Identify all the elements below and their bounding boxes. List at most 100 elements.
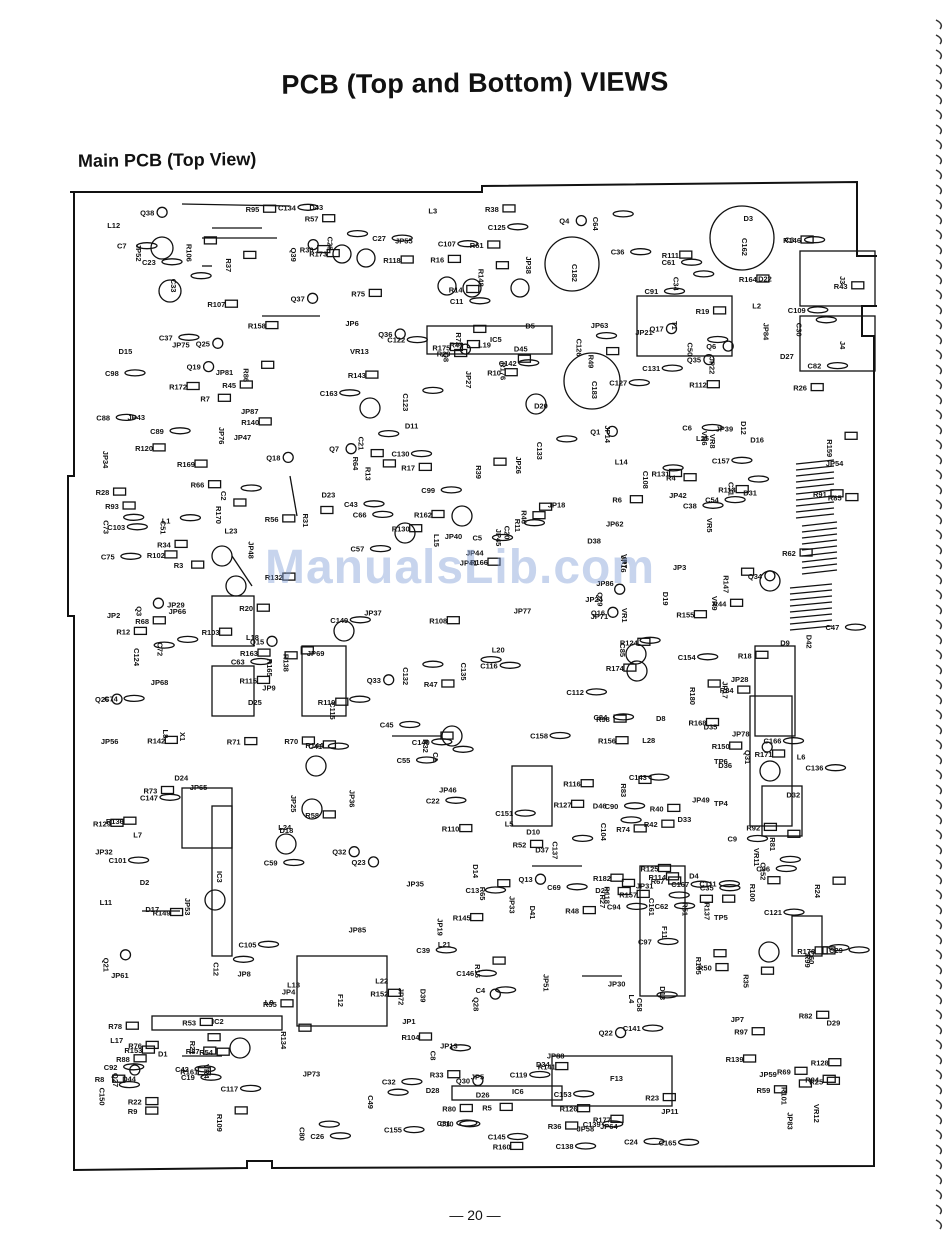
component-label-c72: C72 bbox=[156, 642, 165, 656]
component-label-d13: D13 bbox=[658, 986, 667, 1000]
component-label-jp14: JP14 bbox=[603, 425, 612, 443]
component-label-c61: C61 bbox=[662, 258, 676, 267]
capacitor-body bbox=[595, 331, 618, 340]
component-label-c42: C42 bbox=[175, 1065, 189, 1074]
component-label-r67: R67 bbox=[651, 877, 665, 886]
component-label-r65: R65 bbox=[478, 887, 487, 901]
capacitor-body bbox=[297, 203, 319, 211]
capacitor-body bbox=[642, 1024, 664, 1032]
resistor-body bbox=[502, 204, 516, 213]
capacitor-body bbox=[556, 435, 578, 443]
capacitor-body bbox=[826, 361, 849, 370]
resistor-body bbox=[216, 1047, 230, 1056]
component-label-d10: D10 bbox=[526, 828, 540, 837]
capacitor-body bbox=[623, 802, 646, 810]
capacitor-body bbox=[803, 236, 826, 244]
capacitor-outline bbox=[305, 755, 327, 777]
component-label-jp27: JP27 bbox=[464, 371, 473, 389]
component-label-r72: R72 bbox=[454, 332, 463, 346]
component-label-d21: D21 bbox=[595, 886, 609, 895]
component-label-r22: R22 bbox=[128, 1098, 142, 1107]
component-label-jp29: JP29 bbox=[167, 600, 185, 609]
component-label-j4: J4 bbox=[838, 341, 847, 350]
capacitor-body bbox=[643, 1137, 665, 1146]
capacitor-outline bbox=[229, 1037, 251, 1059]
component-label-q32: Q32 bbox=[332, 848, 346, 857]
coil-winding bbox=[795, 477, 835, 483]
component-label-d20: D20 bbox=[534, 402, 548, 411]
capacitor-body bbox=[250, 657, 272, 666]
component-label-r3: R3 bbox=[174, 561, 184, 570]
binding-hole bbox=[935, 1189, 943, 1200]
component-label-d28: D28 bbox=[426, 1086, 440, 1095]
binding-hole bbox=[935, 124, 943, 135]
component-label-r69: R69 bbox=[777, 1067, 791, 1076]
component-label-r84: R84 bbox=[720, 686, 735, 695]
capacitor-body bbox=[475, 969, 497, 977]
resistor-body bbox=[661, 819, 675, 828]
resistor-body bbox=[282, 572, 296, 581]
component-label-jp43: JP43 bbox=[128, 413, 146, 422]
component-label-c103: C103 bbox=[107, 523, 125, 532]
capacitor-body bbox=[815, 316, 837, 324]
component-label-d11: D11 bbox=[405, 422, 418, 431]
component-label-r141: R141 bbox=[538, 1063, 556, 1072]
capacitor-body bbox=[318, 1120, 340, 1128]
component-label-c123: C123 bbox=[401, 393, 410, 411]
binding-hole bbox=[935, 1084, 943, 1095]
component-label-jp62: JP62 bbox=[606, 520, 624, 529]
capacitor-body bbox=[178, 333, 200, 341]
component-label-d41: D41 bbox=[528, 906, 537, 920]
component-label-t1: T1 bbox=[670, 321, 679, 330]
component-label-r155: R155 bbox=[676, 611, 694, 620]
capacitor-body bbox=[807, 306, 829, 314]
capacitor-body bbox=[574, 1142, 597, 1150]
component-label-q6: Q6 bbox=[706, 342, 716, 351]
component-label-c162: C162 bbox=[740, 238, 749, 256]
resistor-body bbox=[446, 616, 460, 625]
component-label-tp6: TP6 bbox=[714, 757, 728, 766]
component-label-vr1: VR1 bbox=[620, 608, 629, 623]
resistor-body bbox=[636, 889, 650, 899]
component-label-r8: R8 bbox=[95, 1075, 105, 1084]
resistor-body bbox=[440, 731, 454, 740]
component-label-r125: R125 bbox=[641, 865, 659, 874]
resistor-body bbox=[441, 679, 455, 688]
part-outline bbox=[296, 955, 388, 1027]
component-label-jp83: JP83 bbox=[786, 1112, 795, 1130]
component-label-jp18: JP18 bbox=[548, 500, 566, 509]
resistor-body bbox=[447, 254, 462, 264]
binding-hole bbox=[935, 34, 943, 45]
page-number: — 20 — bbox=[449, 1207, 501, 1223]
resistor-body bbox=[828, 1058, 842, 1067]
component-label-jp42: JP42 bbox=[669, 491, 687, 500]
resistor-body bbox=[798, 1079, 813, 1088]
component-label-r156: R156 bbox=[598, 737, 616, 746]
capacitor-body bbox=[690, 880, 712, 888]
resistor-body bbox=[497, 879, 511, 888]
resistor-body bbox=[110, 818, 124, 827]
resistor-body bbox=[244, 736, 258, 746]
component-label-c13: C13 bbox=[466, 886, 480, 895]
component-label-c81: C81 bbox=[437, 1119, 451, 1128]
component-label-r85: R85 bbox=[828, 494, 842, 503]
resistor-body bbox=[169, 907, 184, 917]
capacitor-body bbox=[657, 937, 679, 946]
binding-hole bbox=[935, 574, 943, 585]
component-label-r169: R169 bbox=[177, 460, 195, 469]
capacitor-body bbox=[369, 544, 392, 553]
capacitor-body bbox=[457, 240, 479, 248]
component-label-c88: C88 bbox=[96, 413, 110, 422]
capacitor-outline bbox=[759, 760, 781, 782]
resistor-body bbox=[763, 822, 778, 832]
component-label-c6: C6 bbox=[682, 424, 692, 433]
component-label-c149: C149 bbox=[330, 616, 348, 625]
resistor-body bbox=[633, 824, 647, 833]
component-label-r148: R148 bbox=[476, 269, 485, 287]
component-label-c152: C152 bbox=[758, 862, 767, 880]
component-label-r99: R99 bbox=[803, 954, 812, 968]
component-label-c101: C101 bbox=[109, 856, 127, 865]
component-label-f11: F11 bbox=[660, 926, 669, 939]
component-label-c167: C167 bbox=[671, 880, 689, 889]
component-label-c2: C2 bbox=[219, 491, 228, 501]
